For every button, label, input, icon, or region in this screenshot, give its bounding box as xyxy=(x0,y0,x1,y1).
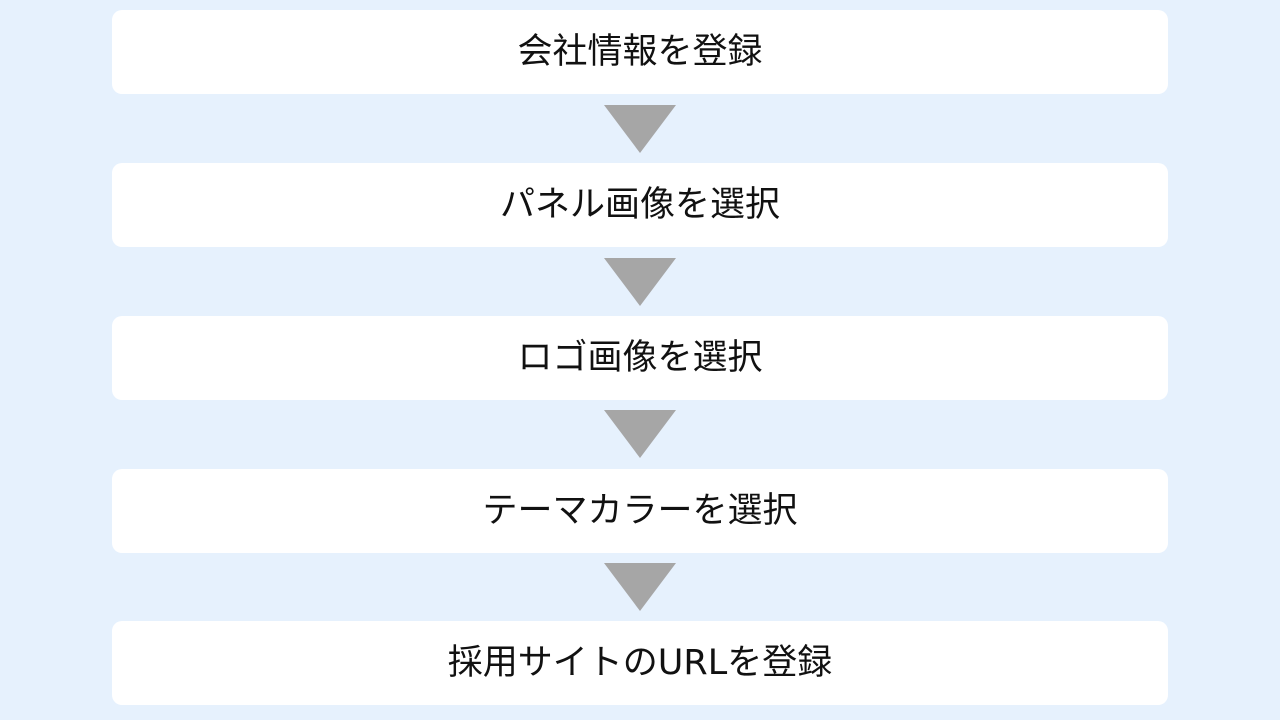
step-label: パネル画像を選択 xyxy=(499,184,780,225)
step-label: ロゴ画像を選択 xyxy=(517,337,763,378)
step-select-theme-color: テーマカラーを選択 xyxy=(112,469,1168,553)
down-arrow-icon xyxy=(604,105,676,153)
step-label: 会社情報を登録 xyxy=(517,31,763,72)
step-label: テーマカラーを選択 xyxy=(482,490,798,531)
step-register-recruit-site-url: 採用サイトのURLを登録 xyxy=(112,621,1168,705)
step-label: 採用サイトのURLを登録 xyxy=(447,642,833,683)
step-register-company-info: 会社情報を登録 xyxy=(112,10,1168,94)
step-select-logo-image: ロゴ画像を選択 xyxy=(112,316,1168,400)
flow-diagram: 会社情報を登録 パネル画像を選択 ロゴ画像を選択 テーマカラーを選択 採用サイト… xyxy=(112,10,1168,706)
down-arrow-icon xyxy=(604,410,676,458)
down-arrow-icon xyxy=(604,258,676,306)
down-arrow-icon xyxy=(604,563,676,611)
step-select-panel-image: パネル画像を選択 xyxy=(112,163,1168,247)
